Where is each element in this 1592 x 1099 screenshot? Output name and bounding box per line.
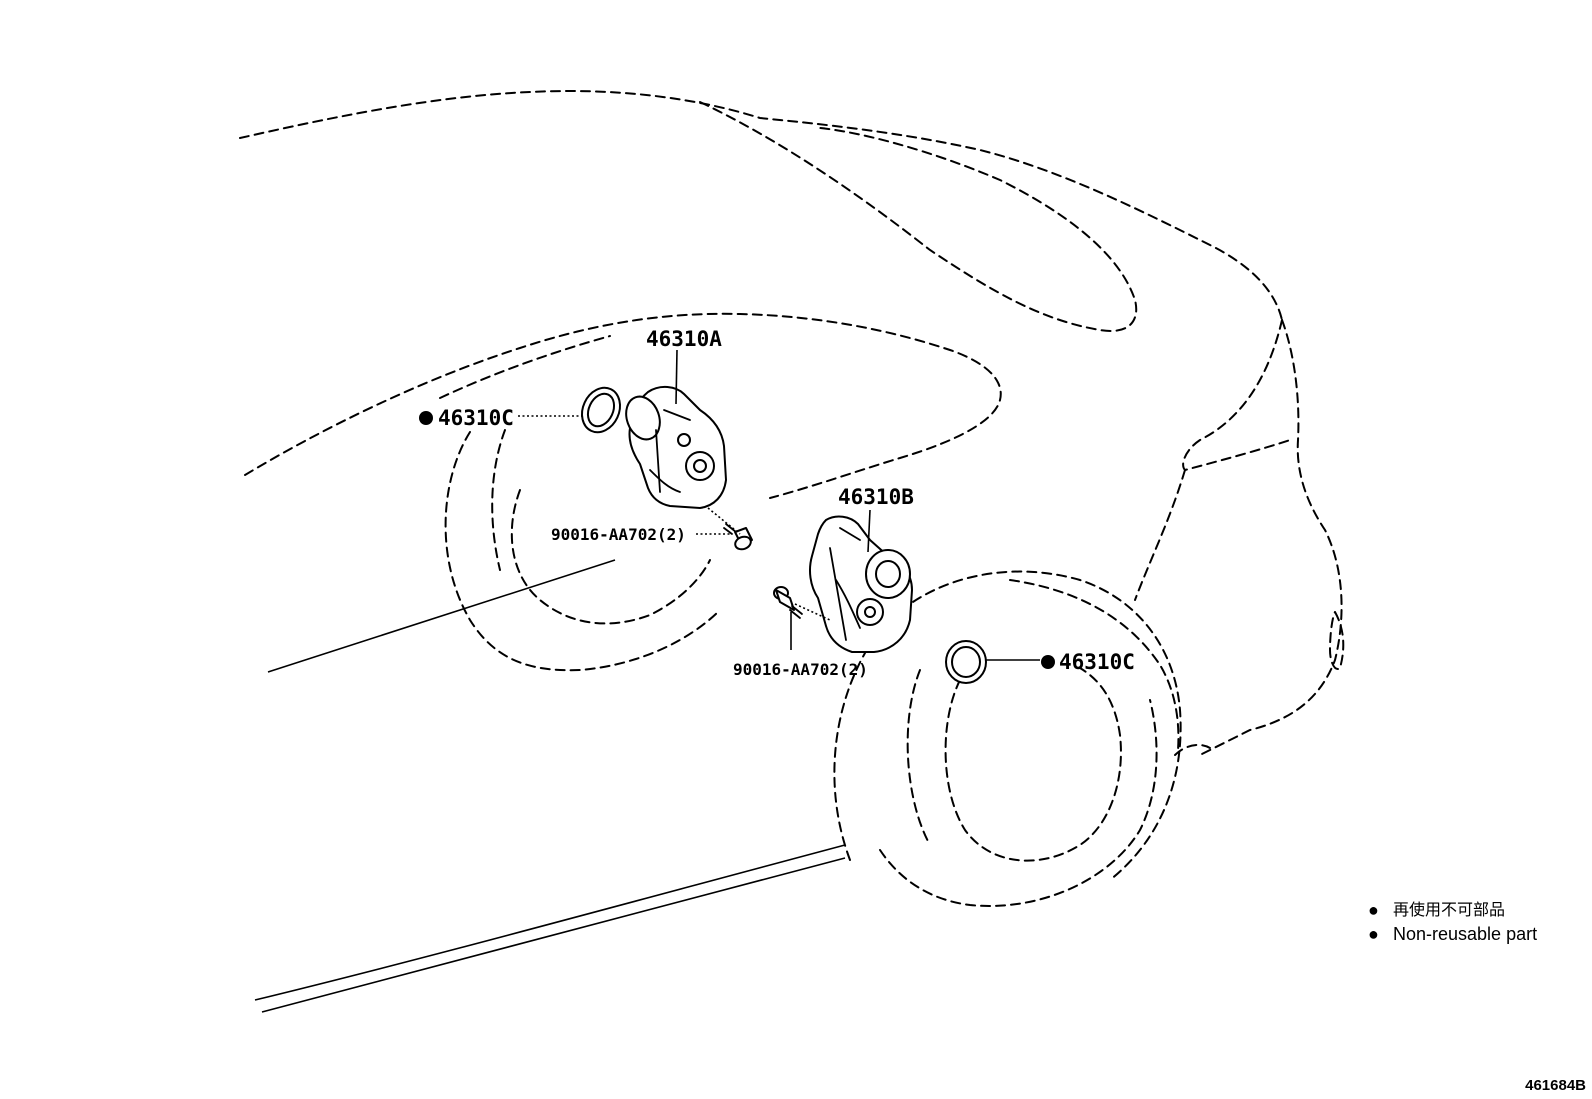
seal-ring-left — [581, 386, 621, 434]
callout-46310a: 46310A — [646, 327, 722, 351]
callout-bolt-lower: 90016-AA702(2) — [733, 660, 868, 679]
bolt-lower — [773, 586, 803, 619]
legend-marker-2: ● — [1368, 924, 1379, 944]
non-reusable-marker-right — [1041, 655, 1055, 669]
actuator-46310b — [809, 515, 913, 653]
legend-marker-1: ● — [1368, 900, 1379, 920]
callout-bolt-upper: 90016-AA702(2) — [551, 525, 686, 544]
vehicle-body-outline — [239, 90, 1345, 1013]
legend: ● 再使用不可部品 ● Non-reusable part — [1368, 900, 1537, 944]
leader-lines — [518, 349, 1040, 661]
callout-46310c-left: 46310C — [438, 406, 514, 430]
callout-46310c-right: 46310C — [1059, 650, 1135, 674]
seal-ring-right — [945, 640, 987, 684]
callout-46310b: 46310B — [838, 485, 914, 509]
rear-wheel-outline — [833, 570, 1182, 907]
non-reusable-marker-left — [419, 411, 433, 425]
front-wheel-outline — [444, 429, 721, 672]
actuator-46310a — [625, 386, 727, 509]
figure-id: 461684B — [1525, 1077, 1586, 1094]
bolt-upper — [723, 523, 753, 551]
legend-line-english: Non-reusable part — [1393, 924, 1537, 944]
legend-line-japanese: 再使用不可部品 — [1393, 900, 1505, 919]
